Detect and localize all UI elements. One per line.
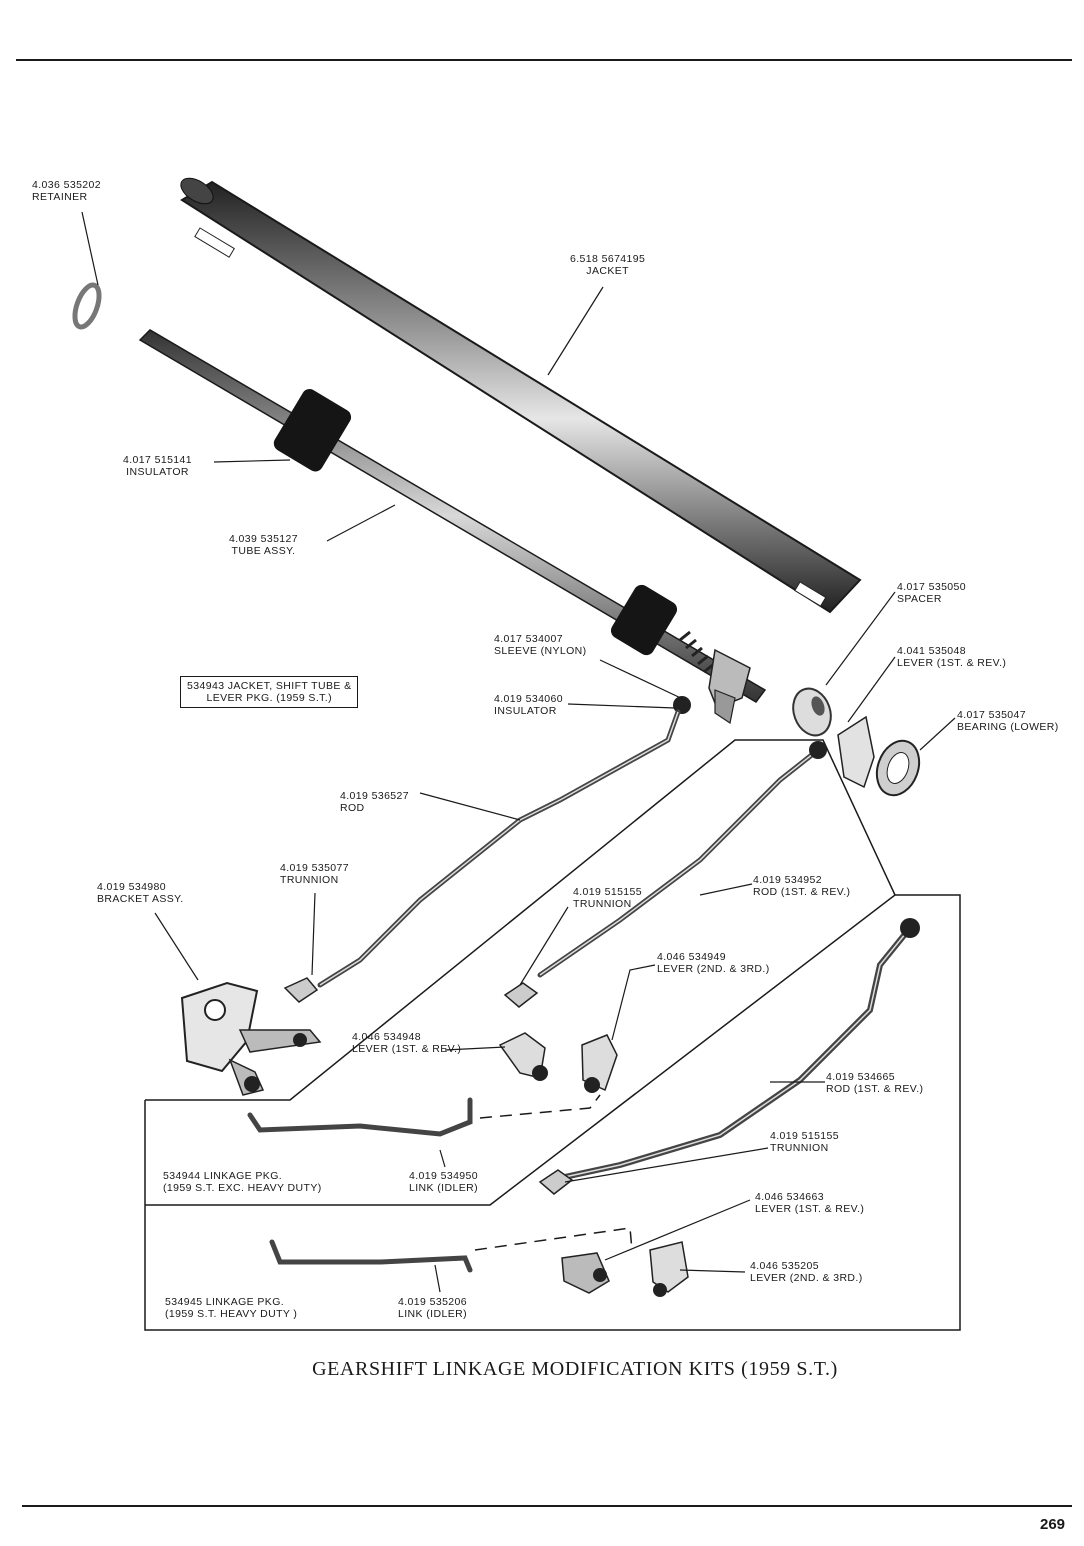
figure-caption: GEARSHIFT LINKAGE MODIFICATION KITS (195… <box>312 1358 838 1380</box>
retainer-ring <box>72 282 102 330</box>
lever-534948-part <box>498 1032 548 1081</box>
rod-536527 <box>317 709 681 988</box>
label-kit-534945: 534945 LINKAGE PKG.(1959 S.T. HEAVY DUTY… <box>165 1296 298 1320</box>
lever-534663-part <box>561 1252 610 1294</box>
label-kit-534944: 534944 LINKAGE PKG.(1959 S.T. EXC. HEAVY… <box>163 1170 322 1194</box>
bracket-assy-part <box>180 981 322 1096</box>
jacket-tube <box>180 177 862 614</box>
insulator-lower-part <box>673 696 691 714</box>
link-idler-535206 <box>269 1239 473 1273</box>
lever-534949-part <box>581 1034 618 1093</box>
link-dashed-low <box>474 1227 633 1251</box>
shift-tube <box>138 329 767 724</box>
spacer-part <box>792 687 832 737</box>
kit-outline-534944 <box>144 739 961 1331</box>
bottom-rule <box>22 1505 1072 1507</box>
kit-box-534943: 534943 JACKET, SHIFT TUBE &LEVER PKG. (1… <box>180 676 359 708</box>
top-rule <box>16 59 1072 61</box>
link-idler-534950 <box>247 1097 473 1137</box>
bearing-lower-part <box>875 739 921 797</box>
lever-535205-part <box>649 1241 689 1297</box>
trunnion-535077-part <box>283 977 319 1003</box>
leader-lines <box>81 211 956 1293</box>
lever-1st-rev-upper <box>837 715 875 789</box>
trunnion-low-part <box>538 1169 574 1195</box>
page-number: 269 <box>1040 1516 1066 1533</box>
link-dashed-mid <box>479 1094 601 1119</box>
trunnion-mid-part <box>503 982 539 1008</box>
